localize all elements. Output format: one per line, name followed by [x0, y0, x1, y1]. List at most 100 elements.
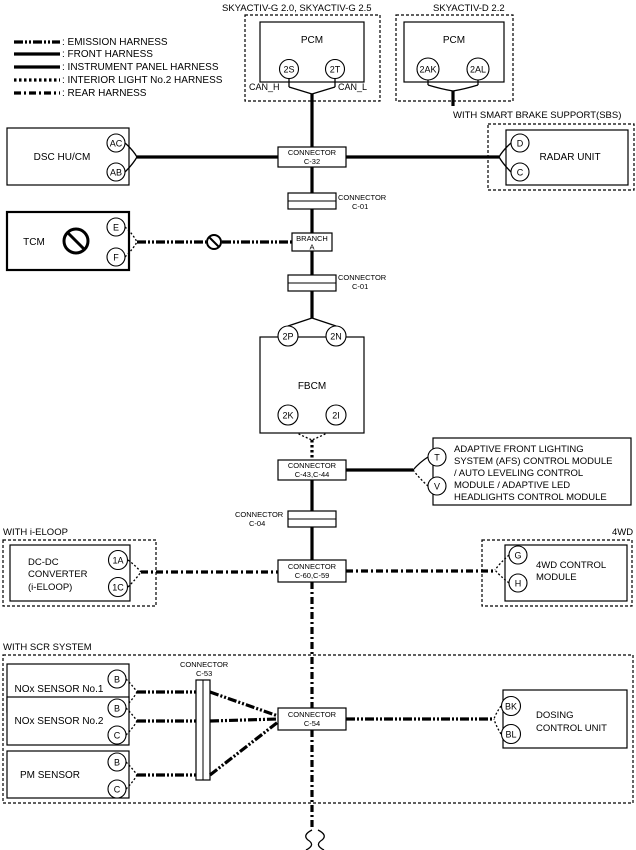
can-l-label: CAN_L: [338, 82, 367, 92]
pin-label: F: [113, 253, 119, 263]
pin-label: 2AK: [419, 65, 436, 75]
dcdc-title-line: (i-ELOOP): [28, 582, 72, 593]
pcm-g-title: PCM: [301, 35, 323, 46]
scr-label: WITH SCR SYSTEM: [3, 642, 92, 653]
connector-label: C-43,C-44: [295, 470, 330, 479]
pin-label: C: [114, 731, 121, 741]
pin-label: BL: [505, 730, 516, 740]
pcm-d-title: PCM: [443, 35, 465, 46]
sbs-label: WITH SMART BRAKE SUPPORT(SBS): [453, 110, 621, 121]
pin-label: BK: [505, 702, 517, 712]
pin-2t: [324, 58, 346, 80]
pin-label: 2P: [282, 332, 293, 342]
legend-label: : EMISSION HARNESS: [62, 37, 168, 48]
dosing-title-line: DOSING: [536, 710, 573, 721]
connector-label: C-53: [196, 669, 212, 678]
pin-bl: [500, 723, 522, 745]
nox1-title: NOx SENSOR No.1: [15, 684, 104, 695]
pin-label: E: [113, 223, 119, 233]
branch-label: BRANCH: [296, 234, 328, 243]
pin-label: B: [114, 758, 120, 768]
wire-c53-c54: [209, 690, 279, 718]
connector-label: C-54: [304, 719, 320, 728]
pin-label: 2K: [282, 411, 293, 421]
pin-label: B: [114, 704, 120, 714]
legend-label: : INTERIOR LIGHT No.2 HARNESS: [62, 75, 223, 86]
dcdc-title-line: CONVERTER: [28, 569, 88, 580]
legend-label: : FRONT HARNESS: [62, 49, 153, 60]
fourwd-title-line: MODULE: [536, 572, 577, 583]
connector-label: C-01: [352, 202, 368, 211]
pin-label: 2AL: [470, 65, 486, 75]
pin-label: 2N: [330, 332, 342, 342]
fbcm-module: [259, 336, 365, 434]
pin-1a: [107, 549, 129, 571]
connector-label: CONNECTOR: [338, 193, 387, 202]
afs-title-line: HEADLIGHTS CONTROL MODULE: [454, 492, 607, 503]
pin-label: V: [434, 482, 440, 492]
connector-label: CONNECTOR: [288, 710, 337, 719]
pcm-g-module: [259, 21, 365, 83]
dosing-title-line: CONTROL UNIT: [536, 723, 607, 734]
pin-2i: [325, 404, 347, 426]
pin-t: [427, 447, 447, 467]
dsc-title: DSC HU/CM: [34, 152, 91, 163]
pin-label: 1C: [112, 583, 124, 593]
pin-label: B: [114, 675, 120, 685]
pin-label: G: [514, 551, 521, 561]
connector-label: C-60,C-59: [295, 571, 330, 580]
pin-2p: [277, 325, 299, 347]
pin-label: 2T: [330, 65, 341, 75]
afs-title-line: / AUTO LEVELING CONTROL: [454, 468, 583, 479]
legend-label: : INSTRUMENT PANEL HARNESS: [62, 62, 219, 73]
connector-label: CONNECTOR: [235, 510, 284, 519]
connector-label: CONNECTOR: [288, 461, 337, 470]
connector-label: CONNECTOR: [288, 562, 337, 571]
connector-label: CONNECTOR: [180, 660, 229, 669]
skyactiv-d-label: SKYACTIV-D 2.2: [433, 3, 505, 14]
can-h-label: CAN_H: [249, 82, 280, 92]
pin-2s: [278, 58, 300, 80]
prohibited-icon: [62, 227, 90, 255]
legend: : EMISSION HARNESS : FRONT HARNESS : INS…: [14, 37, 223, 99]
pin-2ak: [416, 57, 440, 81]
fourwd-title-line: 4WD CONTROL: [536, 560, 606, 571]
radar-title: RADAR UNIT: [539, 152, 600, 163]
pin-label: 2I: [332, 411, 340, 421]
pin-2k: [277, 404, 299, 426]
pin-label: 2S: [283, 65, 294, 75]
fbcm-title: FBCM: [298, 381, 326, 392]
connector-label: CONNECTOR: [288, 148, 337, 157]
afs-module: [432, 437, 632, 506]
pin-label: AB: [110, 168, 122, 178]
prohibited-icon: [206, 234, 222, 250]
fourwd-label: 4WD: [612, 527, 633, 538]
scr-group: [2, 654, 634, 804]
pin-label: T: [434, 453, 440, 463]
tcm-title: TCM: [23, 237, 45, 248]
fourwd-group: [481, 539, 633, 607]
afs-title-line: SYSTEM (AFS) CONTROL MODULE: [454, 456, 613, 467]
branch-label: A: [309, 243, 314, 252]
pin-label: AC: [110, 139, 123, 149]
pin-label: 1A: [112, 556, 123, 566]
nox2-title: NOx SENSOR No.2: [15, 716, 104, 727]
dosing-module: [502, 689, 628, 749]
pin-label: C: [114, 785, 121, 795]
connector-label: C-32: [304, 157, 320, 166]
pm-title: PM SENSOR: [20, 770, 80, 781]
pin-2al: [466, 57, 490, 81]
ieloop-label: WITH i-ELOOP: [3, 527, 68, 538]
pin-label: D: [517, 139, 524, 149]
legend-label: : REAR HARNESS: [62, 88, 147, 99]
pin-1c: [107, 576, 129, 598]
connector-label: C-04: [249, 519, 265, 528]
dcdc-title-line: DC-DC: [28, 557, 59, 568]
skyactiv-g-label: SKYACTIV-G 2.0, SKYACTIV-G 2.5: [222, 3, 372, 14]
skyactiv-g-group: [244, 14, 381, 102]
pin-v: [427, 476, 447, 496]
pin-2n: [325, 325, 347, 347]
pin-bk: [500, 695, 522, 717]
